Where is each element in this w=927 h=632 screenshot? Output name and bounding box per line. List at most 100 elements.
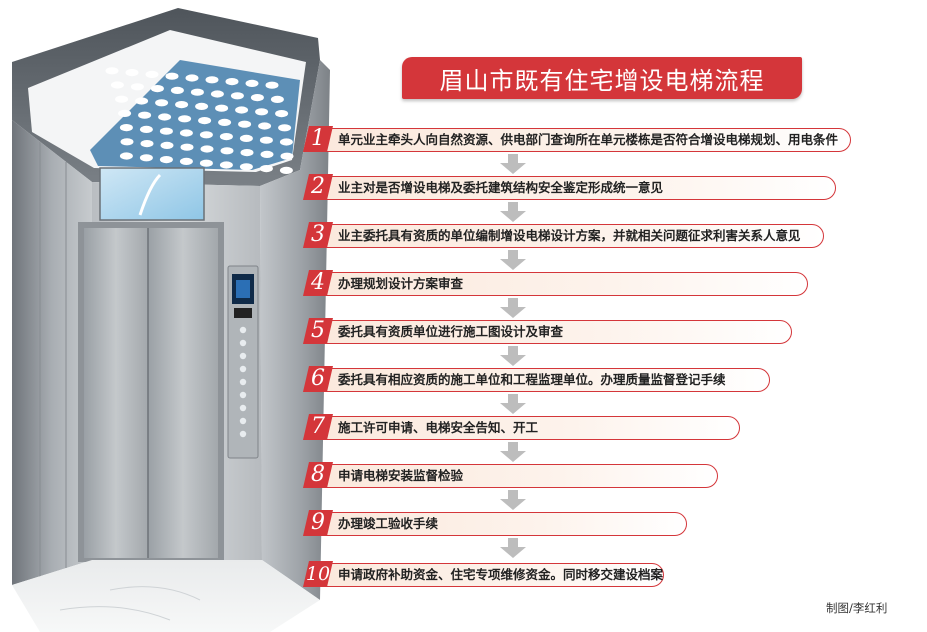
ceiling-light-hole	[110, 81, 124, 89]
flow-step-text: 申请电梯安装监督检验	[338, 468, 464, 483]
flow-arrow-icon	[498, 442, 528, 462]
ceiling-light-hole	[225, 78, 239, 86]
flow-step-text: 施工许可申请、电梯安全告知、开工	[338, 420, 539, 435]
ceiling-light-hole	[250, 94, 264, 102]
floor-button-icon	[239, 417, 247, 425]
step-number-badge: 10	[301, 559, 335, 589]
flow-step-2: 业主对是否增设电梯及委托建筑结构安全鉴定形成统一意见	[325, 176, 836, 200]
ceiling-light-hole	[279, 166, 293, 174]
ceiling-light-hole	[278, 124, 292, 132]
floor-button-icon	[239, 365, 247, 373]
step-number-badge: 5	[301, 316, 335, 346]
ceiling-light-hole	[279, 138, 293, 146]
step-number: 2	[311, 174, 325, 199]
step-number-badge: 6	[301, 364, 335, 394]
step-number-badge: 7	[301, 412, 335, 442]
ceiling-light-hole	[165, 72, 179, 80]
ceiling-light-hole	[179, 129, 193, 137]
step-number: 10	[305, 562, 331, 585]
ceiling-light-hole	[159, 127, 173, 135]
ceiling-light-hole	[270, 95, 284, 103]
step-number-badge: 3	[301, 220, 335, 250]
ceiling-light-hole	[259, 165, 273, 173]
elevator-illustration	[12, 8, 330, 632]
ceiling-light-hole	[140, 140, 154, 148]
ceiling-light-hole	[258, 122, 272, 130]
ceiling-light-hole	[198, 117, 212, 125]
ceiling-light-hole	[139, 125, 153, 133]
step-number-badge: 9	[301, 508, 335, 538]
step-number: 4	[311, 270, 325, 295]
ceiling-light-hole	[190, 88, 204, 96]
step-number: 8	[311, 462, 325, 487]
ceiling-light-hole	[205, 76, 219, 84]
ceiling-light-hole	[175, 101, 189, 109]
flow-arrow-icon	[498, 202, 528, 222]
ceiling-light-hole	[119, 124, 133, 132]
ceiling-light-hole	[210, 90, 224, 98]
floor-button-icon	[239, 404, 247, 412]
flow-arrow-icon	[498, 346, 528, 366]
flow-step-10: 申请政府补助资金、住宅专项维修资金。同时移交建设档案	[325, 563, 664, 587]
floor-button-icon	[239, 326, 247, 334]
step-number-badge: 4	[301, 268, 335, 298]
ceiling-light-hole	[179, 157, 193, 165]
step-number: 9	[311, 510, 325, 535]
ceiling-light-hole	[150, 85, 164, 93]
step-number: 6	[311, 366, 325, 391]
flow-arrow-icon	[498, 298, 528, 318]
ceiling-light-hole	[259, 136, 273, 144]
ceiling-light-hole	[265, 81, 279, 89]
ceiling-light-hole	[195, 102, 209, 110]
ceiling-light-hole	[240, 149, 254, 157]
ceiling-light-hole	[170, 86, 184, 94]
flow-step-7: 施工许可申请、电梯安全告知、开工	[325, 416, 740, 440]
step-number: 7	[311, 414, 325, 439]
ceiling-light-hole	[139, 154, 153, 162]
page-title: 眉山市既有住宅增设电梯流程	[439, 66, 765, 95]
flow-step-text: 业主对是否增设电梯及委托建筑结构安全鉴定形成统一意见	[338, 180, 664, 195]
flow-step-text: 业主委托具有资质的单位编制增设电梯设计方案，并就相关问题征求利害关系人意见	[338, 228, 801, 243]
step-number: 3	[311, 222, 325, 247]
ceiling-light-hole	[180, 143, 194, 151]
flow-arrow-icon	[498, 250, 528, 270]
flow-step-5: 委托具有资质单位进行施工图设计及审查	[325, 320, 792, 344]
floor-button-icon	[239, 352, 247, 360]
ceiling-light-hole	[199, 159, 213, 167]
ceiling-light-hole	[145, 70, 159, 78]
ceiling-light-hole	[199, 131, 213, 139]
credit-text: 制图/李红利	[826, 601, 888, 615]
ceiling-light-hole	[255, 108, 269, 116]
flow-step-text: 委托具有资质单位进行施工图设计及审查	[338, 324, 564, 339]
ceiling-light-hole	[220, 147, 234, 155]
ceiling-light-hole	[138, 111, 152, 119]
flow-step-4: 办理规划设计方案审查	[325, 272, 808, 296]
ceiling-light-hole	[105, 67, 119, 75]
ceiling-light-hole	[238, 120, 252, 128]
ceiling-light-hole	[280, 152, 294, 160]
flow-arrow-icon	[498, 154, 528, 174]
ceiling-light-hole	[219, 133, 233, 141]
flow-step-8: 申请电梯安装监督检验	[325, 464, 718, 488]
flow-arrow-icon	[498, 538, 528, 558]
ceiling-light-hole	[239, 163, 253, 171]
ceiling-light-hole	[135, 97, 149, 105]
step-number-badge: 1	[301, 124, 335, 154]
flow-step-text: 单元业主牵头人向自然资源、供电部门查询所在单元楼栋是否符合增设电梯规划、用电条件	[338, 132, 839, 147]
step-number: 1	[311, 126, 325, 151]
flow-step-text: 申请政府补助资金、住宅专项维修资金。同时移交建设档案	[338, 567, 664, 582]
floor-button-icon	[239, 391, 247, 399]
step-number-badge: 8	[301, 460, 335, 490]
flow-step-text: 办理竣工验收手续	[338, 516, 439, 531]
ceiling-light-hole	[125, 69, 139, 77]
ceiling-light-hole	[130, 83, 144, 91]
ceiling-light-hole	[159, 156, 173, 164]
flow-step-text: 办理规划设计方案审查	[338, 276, 464, 291]
ceiling-light-hole	[185, 74, 199, 82]
ceiling-light-hole	[235, 106, 249, 114]
ceiling-light-hole	[215, 104, 229, 112]
ceiling-light-hole	[119, 152, 133, 160]
flow-arrow-icon	[498, 394, 528, 414]
flow-step-3: 业主委托具有资质的单位编制增设电梯设计方案，并就相关问题征求利害关系人意见	[325, 224, 824, 248]
ceiling-light-hole	[245, 79, 259, 87]
